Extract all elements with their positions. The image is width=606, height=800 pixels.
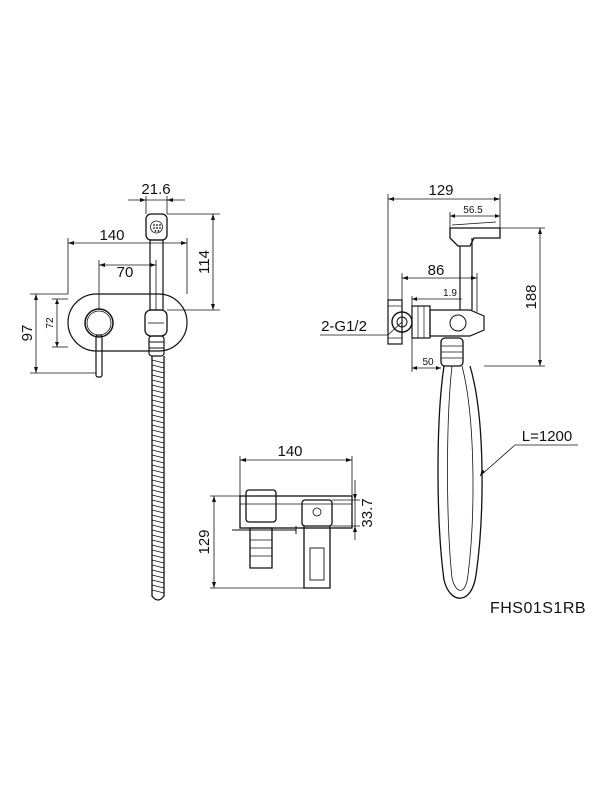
- front-lever: [95, 334, 103, 378]
- front-spray-handle: [149, 239, 164, 311]
- label-side-50: 50: [422, 357, 434, 368]
- side-spray-head: [449, 227, 501, 247]
- label-side-56-5: 56.5: [463, 205, 483, 216]
- model-code: FHS01S1RB: [490, 600, 586, 617]
- label-side-188: 188: [523, 284, 540, 309]
- label-front-140: 140: [99, 227, 124, 244]
- label-side-thread: 2-G1/2: [321, 318, 367, 335]
- side-dimensions: [320, 194, 578, 477]
- label-box-33-7: 33.7: [359, 498, 376, 527]
- front-knob: [84, 308, 114, 338]
- side-holder: [429, 309, 485, 337]
- box-view: [210, 456, 360, 589]
- front-spray-head: [145, 213, 168, 241]
- label-front-72: 72: [45, 317, 56, 329]
- front-plate: [67, 293, 188, 352]
- box-left-valve: [245, 489, 277, 523]
- box-dimensions: [210, 456, 360, 589]
- side-wall-block: [387, 299, 403, 345]
- side-view: [320, 194, 578, 599]
- label-front-97: 97: [19, 325, 36, 342]
- side-hose: [437, 365, 483, 599]
- label-box-140: 140: [277, 443, 302, 460]
- box-right-valve: [301, 499, 333, 527]
- label-front-21-6: 21.6: [141, 181, 170, 198]
- label-side-129: 129: [428, 182, 453, 199]
- box-housing: [239, 495, 353, 529]
- front-dimensions: [30, 196, 220, 374]
- front-view: [30, 196, 220, 601]
- label-hose-length: L=1200: [522, 428, 572, 445]
- label-front-114: 114: [196, 250, 213, 274]
- label-front-70: 70: [117, 264, 134, 281]
- front-hose: [151, 356, 165, 601]
- label-side-86: 86: [428, 262, 445, 279]
- label-box-129: 129: [196, 529, 213, 554]
- label-side-1-9: 1.9: [443, 288, 457, 299]
